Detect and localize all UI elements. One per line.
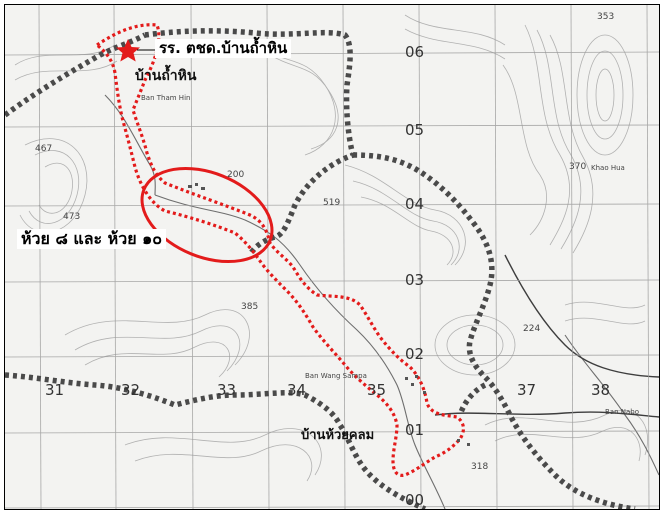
- grid-label-32: 32: [121, 381, 141, 399]
- grid-label-02: 02: [405, 345, 425, 363]
- grid-label-03: 03: [405, 271, 425, 289]
- elevation-318: 318: [471, 462, 489, 472]
- label-ban-tham-hin-en: Ban Tham Hin: [141, 94, 191, 102]
- elevation-467: 467: [35, 144, 53, 154]
- streams-label: ห้วย ๘ และ ห้วย ๑๐: [17, 229, 167, 249]
- grid-label-00: 00: [405, 491, 425, 509]
- contour-lines: [14, 14, 648, 482]
- grid-label-01: 01: [405, 421, 425, 439]
- label-khao-hua: Khao Hua: [591, 164, 625, 172]
- elevation-473: 473: [63, 212, 81, 222]
- place-ban-huai-khom: บ้านห้วยคลม: [301, 428, 375, 443]
- map-canvas: [5, 5, 659, 509]
- grid-label-34: 34: [287, 381, 307, 399]
- school-label: รร. ตชด.บ้านถ้ำหิน: [155, 39, 292, 58]
- district-boundary: [5, 28, 636, 509]
- elevation-519: 519: [323, 198, 341, 208]
- elevation-200: 200: [227, 170, 245, 180]
- elevation-385: 385: [241, 302, 259, 312]
- grid-label-04: 04: [405, 195, 425, 213]
- grid-label-33: 33: [217, 381, 237, 399]
- stream-area-circle: [140, 166, 274, 264]
- place-ban-tham-hin: บ้านถ้ำหิน: [135, 68, 197, 84]
- grid-label-06: 06: [405, 43, 425, 61]
- grid-label-35: 35: [367, 381, 387, 399]
- elevation-353: 353: [597, 12, 615, 22]
- elevation-224: 224: [523, 324, 541, 334]
- grid-label-31: 31: [45, 381, 65, 399]
- topographic-map: รร. ตชด.บ้านถ้ำหิน ห้วย ๘ และ ห้วย ๑๐ บ้…: [4, 4, 660, 510]
- grid-label-05: 05: [405, 121, 425, 139]
- label-ban-nabo: Ban Nabo: [605, 408, 640, 416]
- roads: [434, 254, 659, 418]
- elevation-370: 370: [569, 162, 587, 172]
- route-outline: [94, 23, 465, 477]
- village-blocks: [188, 183, 470, 446]
- grid-label-37: 37: [517, 381, 537, 399]
- grid-label-38: 38: [591, 381, 611, 399]
- star-icon: [116, 39, 140, 62]
- label-ban-wang-sampa: Ban Wang Sampa: [305, 372, 367, 380]
